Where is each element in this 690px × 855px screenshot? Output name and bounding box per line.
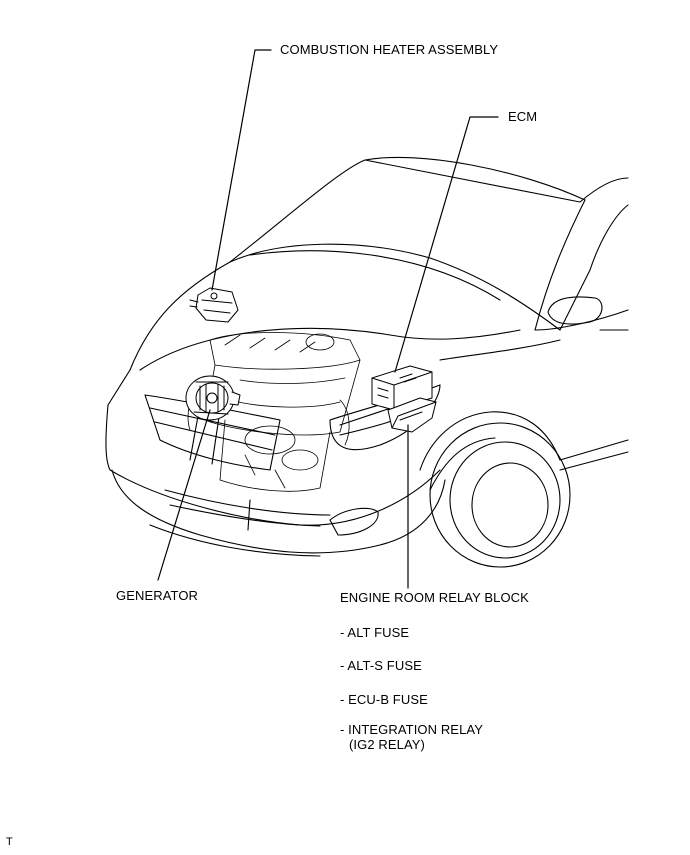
relay-block-part xyxy=(387,397,437,433)
ig2-relay-label: (IG2 RELAY) xyxy=(349,737,425,752)
corner-mark: T xyxy=(6,836,13,848)
relay-block-label: ENGINE ROOM RELAY BLOCK xyxy=(340,590,529,605)
alt-fuse-label: - ALT FUSE xyxy=(340,625,410,640)
leader-lines xyxy=(157,49,499,589)
combustion-heater-part xyxy=(189,287,239,323)
combustion-heater-label: COMBUSTION HEATER ASSEMBLY xyxy=(280,42,499,57)
engine-sketch xyxy=(187,332,361,492)
car-body-outline xyxy=(105,156,629,568)
ecm-label: ECM xyxy=(508,109,538,124)
generator-label: GENERATOR xyxy=(116,588,199,603)
generator-part xyxy=(185,375,241,421)
alt-s-fuse-label: - ALT-S FUSE xyxy=(340,658,422,673)
integration-relay-label: - INTEGRATION RELAY xyxy=(340,722,483,737)
ecu-b-fuse-label: - ECU-B FUSE xyxy=(340,692,428,707)
